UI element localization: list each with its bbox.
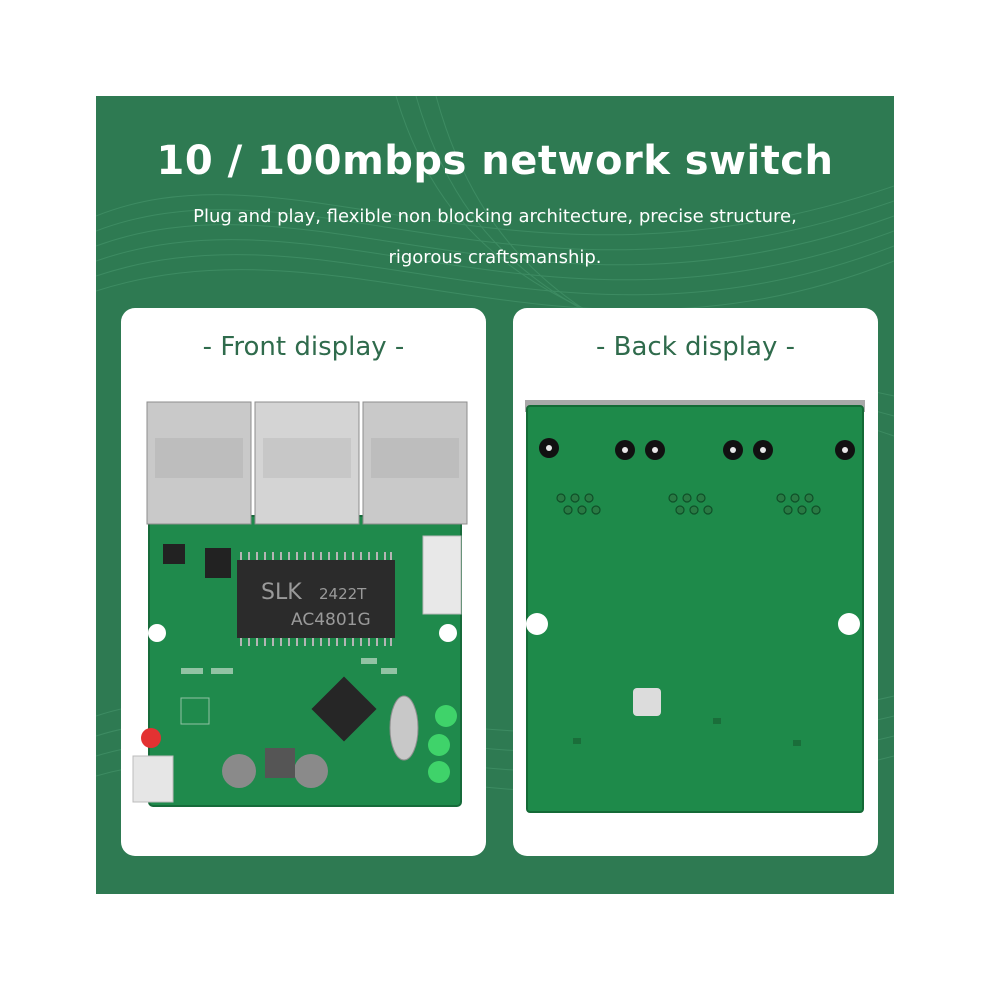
back-board-image (525, 400, 865, 813)
back-display-card: - Back display - (513, 308, 878, 856)
rj45-ports (146, 401, 468, 525)
page-title: 10 / 100mbps network switch (156, 138, 834, 184)
back-display-label: - Back display - (596, 332, 795, 362)
chip-text-model: 2422T (319, 585, 367, 603)
front-display-card: - Front display - (121, 308, 486, 856)
front-display-label: - Front display - (202, 332, 405, 362)
subtitle-line-2: rigorous craftsmanship. (388, 247, 602, 268)
chip-text-brand: SLK (261, 580, 302, 605)
subtitle-line-1: Plug and play, flexible non blocking arc… (193, 206, 797, 227)
front-board-image: SLK 2422T AC4801G (132, 401, 468, 807)
chip-text-code: AC4801G (291, 610, 371, 630)
